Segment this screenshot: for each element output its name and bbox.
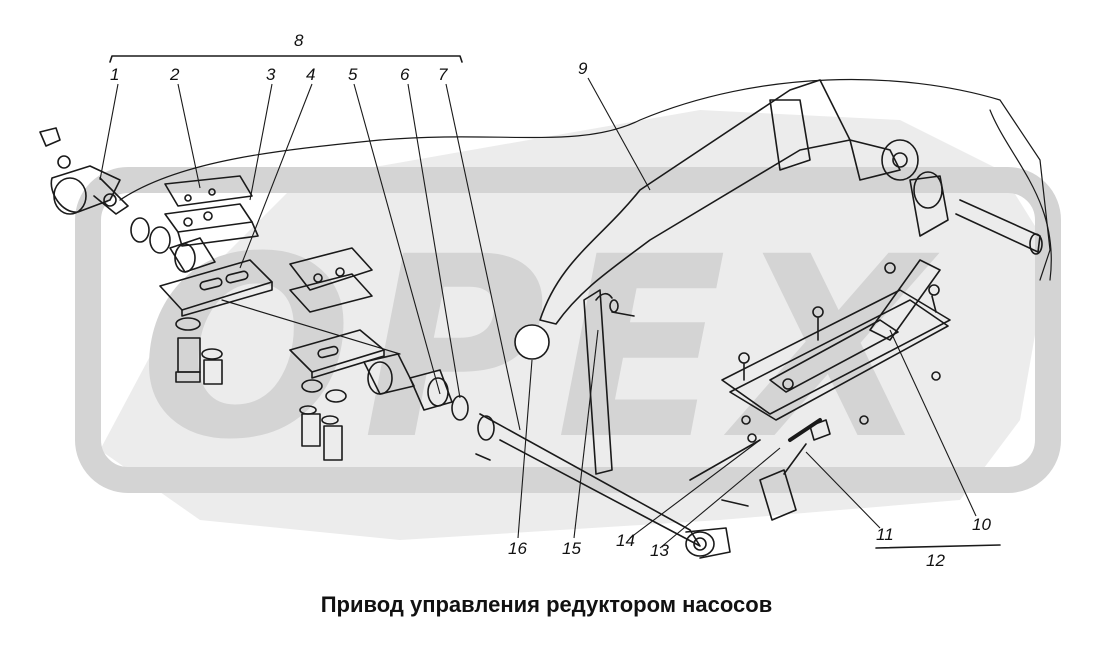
callout-5: 5: [348, 65, 358, 84]
callout-1: 1: [110, 65, 120, 84]
bolts-left: [175, 317, 347, 461]
part-1-lever: [39, 127, 129, 215]
part-4-plates: [159, 247, 401, 379]
callout-10: 10: [972, 515, 991, 534]
callout-2: 2: [170, 65, 180, 84]
callout-4: 4: [306, 65, 316, 84]
part-9-arm: [539, 79, 1043, 325]
callout-6: 6: [400, 65, 410, 84]
callout-16: 16: [508, 539, 527, 558]
part-10-plate: [721, 259, 951, 421]
watermark: OPEX: [75, 110, 1061, 540]
part-15-rod: [583, 289, 635, 475]
part-16-knob: [514, 324, 550, 360]
callout-12: 12: [926, 551, 945, 570]
parts-drawing: [39, 55, 1052, 559]
callout-3: 3: [266, 65, 276, 84]
diagram-caption: Привод управления редуктором насосов: [320, 592, 773, 617]
callout-14: 14: [616, 531, 635, 550]
callout-8: 8: [294, 31, 304, 50]
callout-15: 15: [562, 539, 581, 558]
callout-13: 13: [650, 541, 669, 560]
callout-9: 9: [578, 59, 588, 78]
callout-7: 7: [438, 65, 448, 84]
part-11-clevis: [721, 418, 831, 521]
callout-11: 11: [876, 525, 894, 544]
leader-lines: [99, 77, 977, 549]
